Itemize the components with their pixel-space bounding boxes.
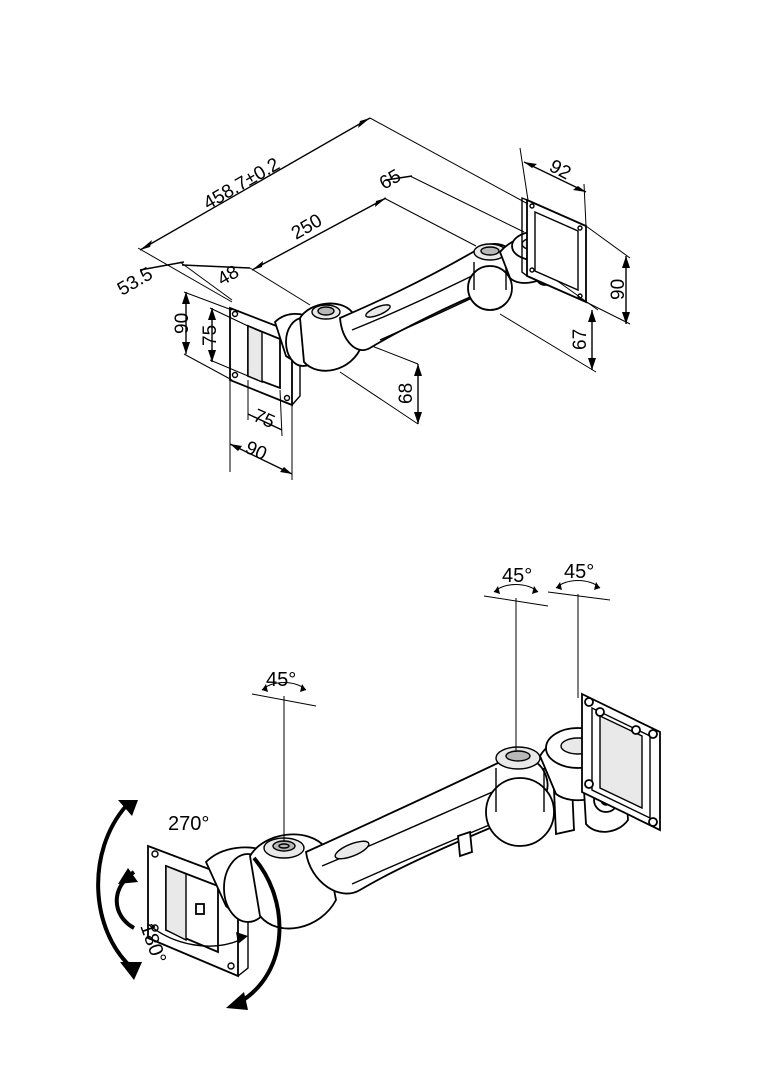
angle-head-swivel: 45° — [564, 561, 594, 583]
elbow-joint — [467, 243, 513, 311]
angle-base-swivel: 45° — [266, 669, 296, 691]
swivel-symbol-elbow — [483, 584, 549, 607]
dim-plate-height-outer: 90 — [172, 313, 193, 334]
rotation-view: 45° 45° 45° 270° 180° — [96, 561, 661, 1010]
swivel-symbol-head — [547, 580, 611, 601]
swivel-axes — [283, 594, 579, 842]
dim-base-offset: 53.5 — [114, 264, 157, 301]
dimensioned-view: 458.7±0.2 250 65 92 53.5 48 90 75 75 90 … — [114, 117, 631, 480]
plate-tilt-arrow — [114, 868, 248, 947]
dim-head-offset: 65 — [376, 166, 405, 195]
dim-arm-span: 250 — [288, 210, 326, 244]
swivel-symbol-base — [251, 682, 317, 707]
dim-head-width: 92 — [546, 156, 575, 184]
dim-plate-width-inner: 75 — [250, 405, 278, 433]
angle-plate-rotation: 270° — [168, 813, 209, 835]
dim-head-plate-height: 90 — [608, 279, 629, 300]
dim-plate-height-inner: 75 — [200, 325, 221, 346]
dim-overall: 458.7±0.2 — [200, 154, 284, 214]
extension-lines — [137, 117, 631, 480]
dimension-lines — [139, 117, 630, 475]
dim-joint-height: 68 — [396, 383, 417, 404]
plate-rotation-arrow — [96, 800, 282, 1010]
head-plate-right — [521, 196, 587, 304]
dim-base-depth: 48 — [214, 262, 243, 291]
rotating-head-plate — [581, 692, 661, 832]
base-joint — [273, 302, 363, 372]
angle-elbow-swivel: 45° — [502, 565, 532, 587]
dim-head-joint-height: 67 — [570, 329, 591, 350]
